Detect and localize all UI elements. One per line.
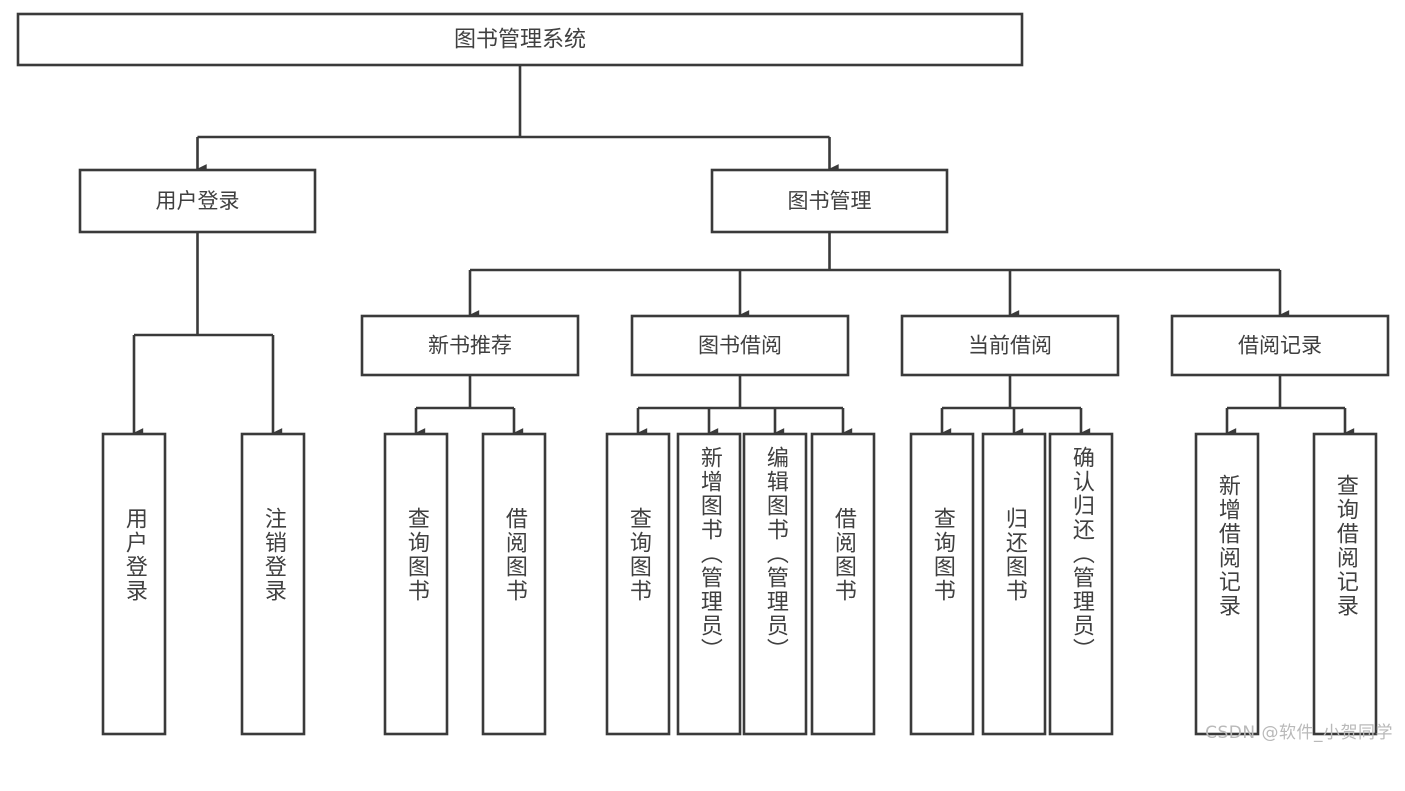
watermark-credit: CSDN @软件_小贺同学 (1205, 723, 1393, 743)
level1-label-node-0-用户登录: 用户登录 (156, 189, 240, 213)
leaf-box-node-3-借阅图书 (481, 432, 547, 736)
leaf-box-node-1-注销登录 (240, 432, 306, 736)
level2-label-node-2-当前借阅: 当前借阅 (968, 334, 1052, 358)
level1-box-node-0-用户登录 (78, 168, 317, 234)
level2-box-node-2-当前借阅 (900, 314, 1120, 377)
level2-box-node-0-新书推荐 (360, 314, 580, 377)
level2-label-node-1-图书借阅: 图书借阅 (698, 334, 782, 358)
leaf-box-node-6-编辑图书管理员 (742, 432, 808, 736)
leaf-box-node-5-新增图书管理员 (676, 432, 742, 736)
leaf-box-node-8-查询图书 (909, 432, 975, 736)
level1-box-node-1-图书管理 (710, 168, 949, 234)
leaf-box-node-0-用户登录 (101, 432, 167, 736)
leaf-box-node-11-新增借阅记录 (1194, 432, 1260, 736)
connectors-layer (132, 65, 1355, 438)
leaf-box-node-4-查询图书 (605, 432, 671, 736)
level1-label-node-1-图书管理: 图书管理 (788, 189, 872, 213)
level2-label-node-3-借阅记录: 借阅记录 (1238, 334, 1322, 358)
leaf-box-node-12-查询借阅记录 (1312, 432, 1378, 736)
leaf-box-node-2-查询图书 (383, 432, 449, 736)
root-box-node-0-图书管理系统 (16, 12, 1024, 67)
node-boxes-layer (16, 12, 1390, 736)
root-label-node-0-图书管理系统: 图书管理系统 (454, 28, 586, 53)
diagram-canvas: 图书管理系统用户登录图书管理新书推荐图书借阅当前借阅借阅记录 用户登录注销登录查… (16, 12, 1393, 743)
level2-label-node-0-新书推荐: 新书推荐 (428, 334, 512, 358)
leaf-box-node-9-归还图书 (981, 432, 1047, 736)
leaf-box-node-7-借阅图书 (810, 432, 876, 736)
level2-box-node-3-借阅记录 (1170, 314, 1390, 377)
leaf-box-node-10-确认归还管理员 (1048, 432, 1114, 736)
level2-box-node-1-图书借阅 (630, 314, 850, 377)
